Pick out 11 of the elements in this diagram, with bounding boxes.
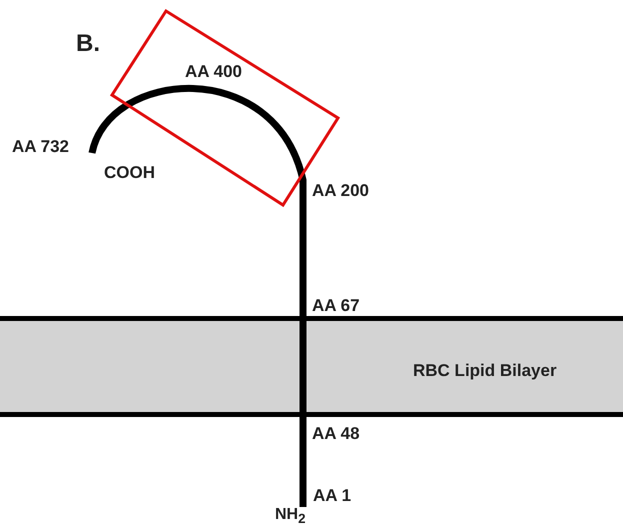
residue-label: AA 400 [185, 63, 242, 80]
terminus-label: NH$_{2}$ [275, 507, 306, 525]
panel-letter: B. [76, 32, 100, 56]
residue-label: AA 1 [313, 487, 352, 504]
residue-label: AA 67 [312, 297, 360, 314]
residue-label: AA 200 [312, 182, 370, 199]
terminus-label: COOH [104, 164, 155, 181]
bilayer-label: RBC Lipid Bilayer [413, 362, 557, 379]
lipid-bilayer-band [0, 316, 623, 417]
residue-label: AA 732 [12, 138, 70, 155]
residue-label: AA 48 [312, 425, 360, 442]
